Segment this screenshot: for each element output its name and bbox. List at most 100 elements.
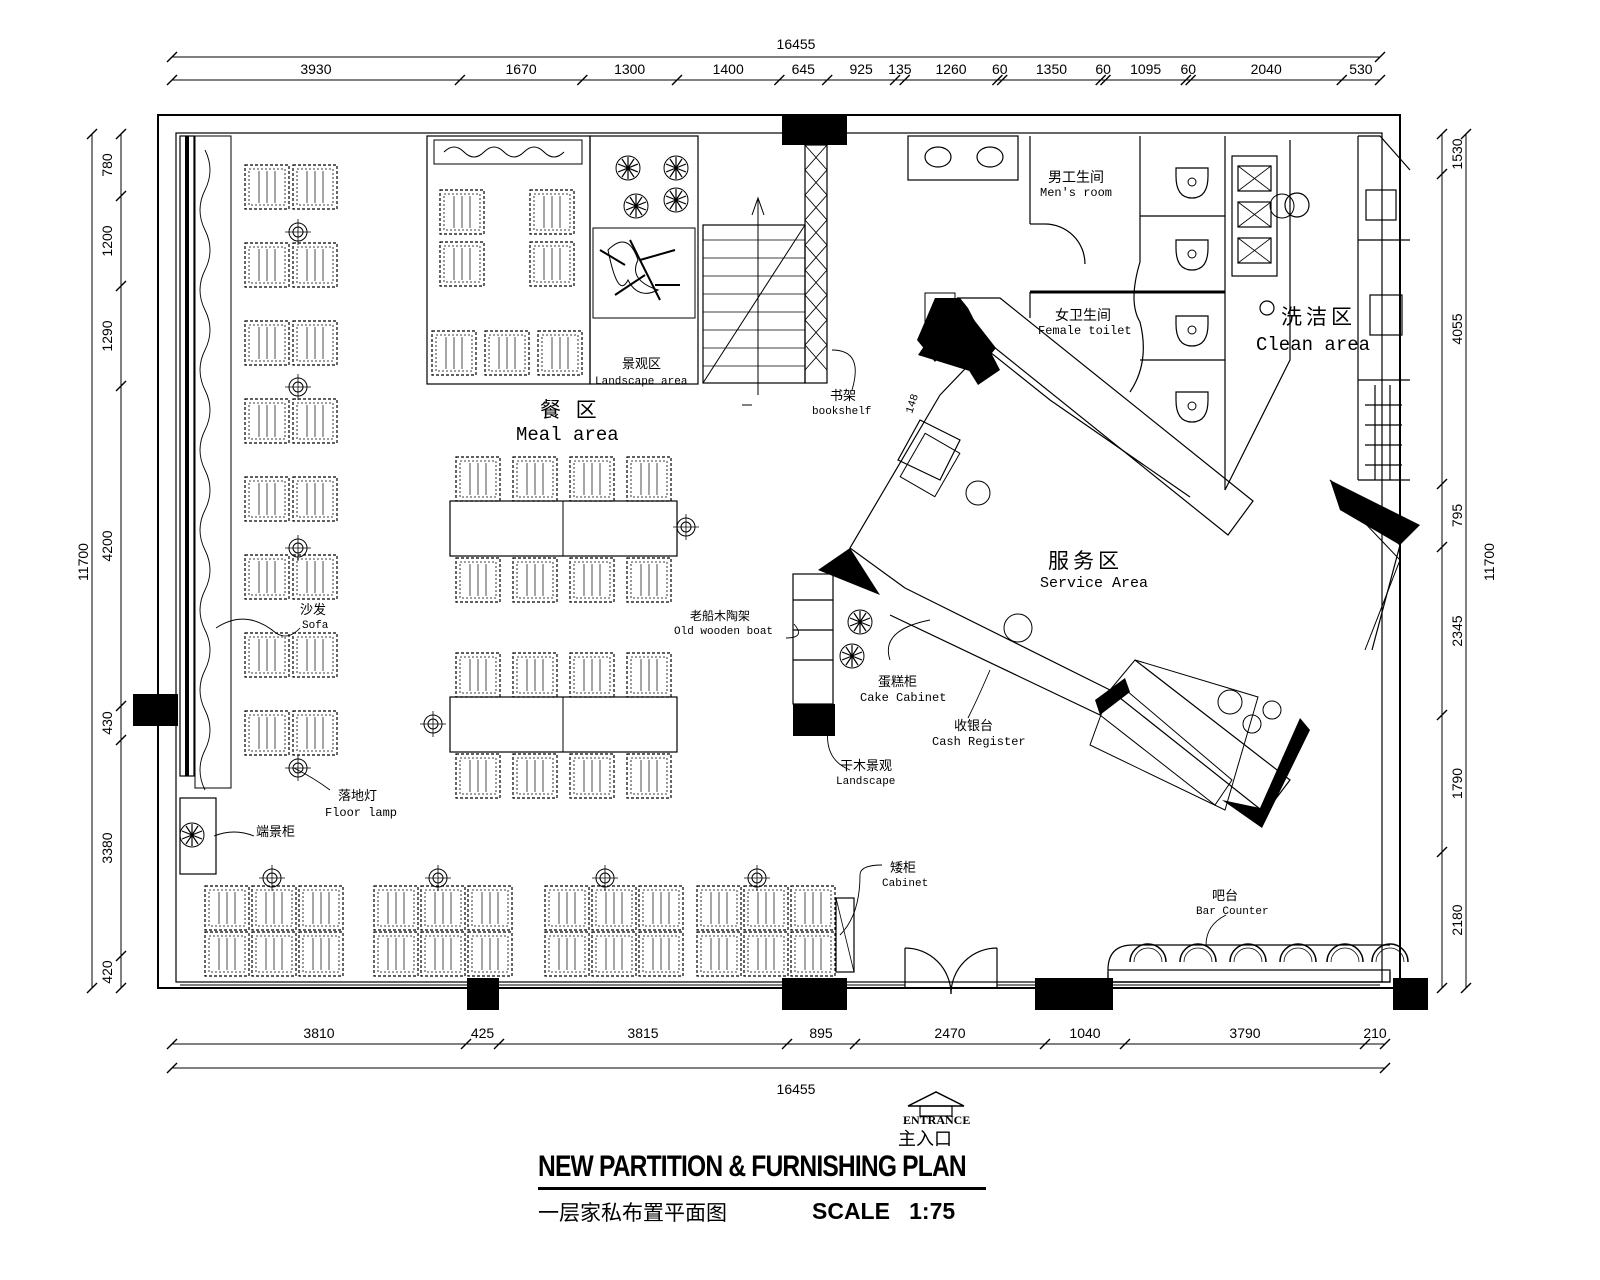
dim-bottom: 895 [809,1025,833,1041]
clean-area-sinks [1224,140,1310,491]
plan-title: NEW PARTITION & FURNISHING PLAN [538,1150,967,1183]
cabinet-en: Cabinet [882,878,928,890]
plant-icon [663,187,689,213]
entrance-label: ENTRANCE [903,1113,971,1127]
bar-counter-en: Bar Counter [1196,906,1269,918]
dim-top: 1350 [1036,61,1067,77]
dining-chair [569,557,615,603]
low-cabinet [835,897,855,973]
dim-bottom: 1040 [1069,1025,1100,1041]
dining-chair [569,753,615,799]
service-counter [818,193,1420,828]
cake-cabinet-en: Cake Cabinet [860,691,946,705]
urinal-icon [1175,167,1209,199]
staircase [702,144,828,406]
dim-top: 1400 [713,61,744,77]
title-underline [538,1187,986,1190]
dining-chair [439,241,485,287]
sofa-en: Sofa [302,620,329,632]
dim-right: 1530 [1449,138,1465,169]
bar-stool-icon [1279,943,1317,963]
booth-chair [591,885,637,931]
landscape-cabinet-cn: 端景柜 [256,825,295,840]
sofa-chair [244,164,290,210]
outer-walls [157,114,1401,989]
dim-left: 3380 [99,832,115,863]
booth-chair [638,931,684,977]
entrance-arrow-base [919,1105,953,1117]
urinal-icon [1175,391,1209,423]
booth-chair [373,885,419,931]
booth-chair [544,931,590,977]
dining-table-2 [449,696,678,753]
floor-lamp-icon [284,754,312,782]
booth-chair [467,885,513,931]
sofa-chair [244,632,290,678]
dim-top: 60 [1180,61,1196,77]
dim-left-total: 11700 [75,543,91,581]
mens-room-en: Men's room [1040,186,1112,200]
dim-top: 1260 [935,61,966,77]
booth-chair [638,885,684,931]
sofa-chairs [244,164,338,756]
booth-chair [420,931,466,977]
sofa-chair [292,710,338,756]
booth-chair [696,885,742,931]
urinal-icon [1175,315,1209,347]
dim-left: 4200 [99,530,115,561]
dim-top-total: 16455 [777,36,816,52]
booth-chair [251,885,297,931]
dining-chair [455,652,501,698]
level-mark: 148 [904,393,922,416]
dining-chair [537,330,583,376]
dining-chair [512,753,558,799]
old-wooden-boat-shelf [792,573,834,705]
plant-icon [623,193,649,219]
bookshelf-cn: 书架 [830,389,856,404]
scale-label: SCALE 1:75 [812,1198,955,1225]
booth-chair [591,931,637,977]
dim-top: 2040 [1251,61,1282,77]
dining-chair [431,330,477,376]
dining-chair [455,753,501,799]
bar-stool-icon [1179,943,1217,963]
dining-chair [512,652,558,698]
booth-chair [204,931,250,977]
service-area-en: Service Area [1040,575,1148,592]
area-labels: 餐 区 Meal area 服务区 Service Area 洗洁区 Clean… [256,170,1370,918]
dim-right: 4055 [1449,313,1465,344]
booth-chair [790,885,836,931]
dim-left: 420 [99,960,115,984]
sofa-chair [244,320,290,366]
dim-bottom: 3815 [627,1025,658,1041]
sofa-chair [244,242,290,288]
dim-top: 1300 [614,61,645,77]
dim-left: 430 [99,711,115,735]
sofa-wall [179,135,232,791]
urinals [1175,167,1209,423]
landscape-area [589,135,699,385]
booth-chair [204,885,250,931]
sofa-chair [292,476,338,522]
right-kitchen-wall [1357,135,1411,481]
plant-icon [663,155,689,181]
sofa-chair [244,554,290,600]
scale-value: 1:75 [909,1198,956,1224]
dining-chair [569,456,615,502]
booth-chair [373,931,419,977]
stair-steps [702,224,806,384]
dim-right: 795 [1449,504,1465,528]
scale-word: SCALE [812,1198,890,1224]
bottom-booth-chairs [204,885,836,977]
booth-chair [743,885,789,931]
upper-dining-block [426,135,591,385]
dim-top: 530 [1349,61,1373,77]
ceiling-lamp-icon [743,864,771,892]
booth-chair [544,885,590,931]
bar-stools [1129,943,1409,963]
dining-chair [529,189,575,235]
dimension-lines [91,56,1467,1069]
plant-icon [615,155,641,181]
dining-table-1 [449,500,678,557]
